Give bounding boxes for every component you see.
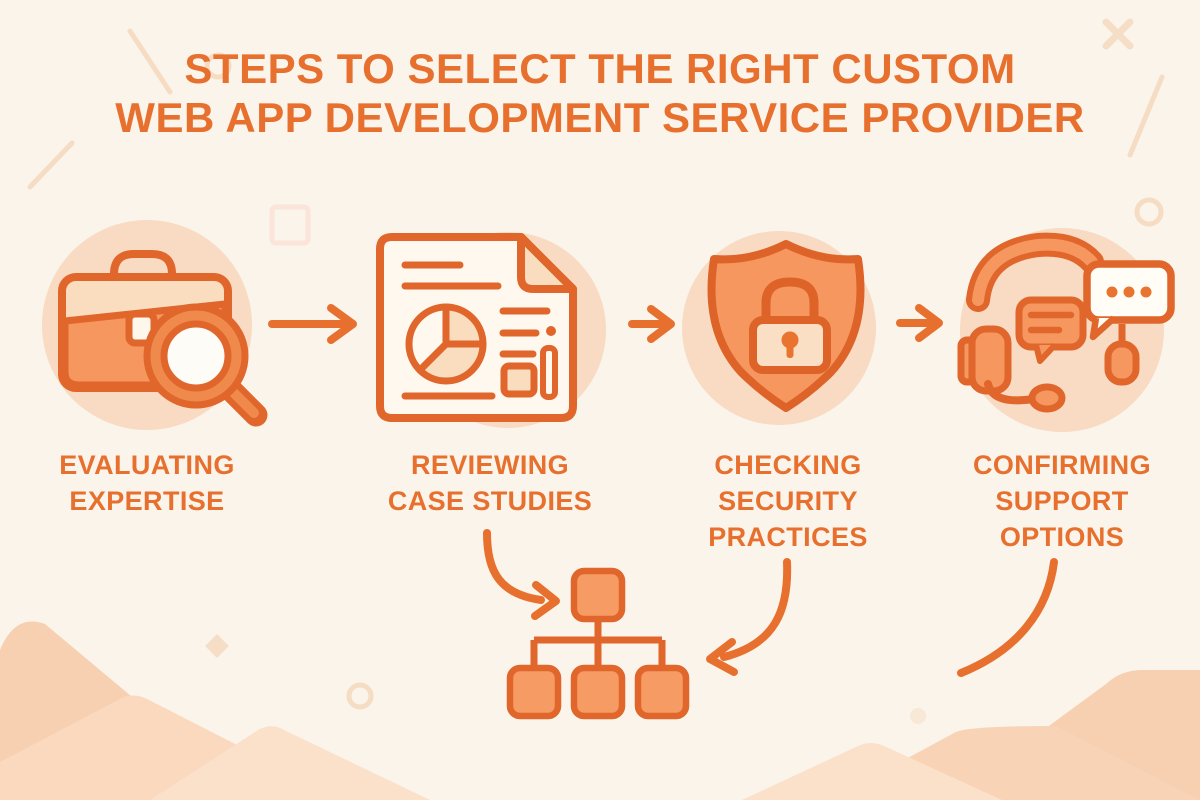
hierarchy-node-left (506, 664, 562, 720)
step4-icon-group (957, 228, 1175, 432)
arrow-step2-to-step3-icon (628, 305, 675, 343)
step-label-confirming-support-options: CONFIRMING SUPPORT OPTIONS (973, 450, 1151, 552)
arrow-step3-to-step4-icon (896, 304, 943, 342)
document-dot (546, 326, 556, 336)
decor-dot-icon (910, 708, 926, 724)
chat-bubble-dots-icon (1083, 260, 1175, 341)
step1-icon-group (42, 220, 268, 430)
hierarchy-node-mid (570, 664, 626, 720)
hierarchy-org-chart-icon (506, 567, 690, 720)
decor-slash-icon (27, 140, 75, 190)
lock-keyhole-stem (786, 344, 794, 358)
arrow-step1-to-step2-icon (268, 304, 357, 344)
document-folded-corner (517, 233, 577, 293)
document-text-lines-right (499, 307, 551, 358)
title-line-1: STEPS TO SELECT THE RIGHT CUSTOM (184, 45, 1016, 92)
security-to-hierarchy-arrow-icon (706, 558, 792, 676)
headset-right-piece (1104, 340, 1140, 386)
title-line-2: WEB APP DEVELOPMENT SERVICE PROVIDER (115, 94, 1085, 141)
headset-mic-boom (984, 380, 1037, 405)
chat-bubble-filled-icon (1015, 296, 1087, 364)
chat-bubble-lines (1027, 311, 1075, 334)
step-label-evaluating-expertise: EVALUATING EXPERTISE (59, 450, 235, 516)
decor-slash-icon (127, 28, 173, 95)
mountain-shape (742, 743, 1002, 800)
decor-slash-icon (1127, 74, 1165, 158)
headset-mic (1028, 383, 1066, 413)
decor-circle-icon (204, 52, 232, 80)
headset-band-fill (972, 238, 1098, 306)
headset-icon (957, 232, 1140, 413)
background-decor-shapes (27, 18, 1165, 724)
lock-keyhole (781, 331, 799, 349)
decor-circle-icon (1134, 197, 1164, 227)
mountains-right (742, 670, 1200, 800)
briefcase-handle (110, 250, 176, 290)
step-label-checking-security-practices: CHECKING SECURITY PRACTICES (708, 450, 868, 552)
bar-chart-icon (500, 345, 558, 400)
decor-cross-icon (1102, 18, 1134, 50)
hierarchy-node-right (634, 664, 690, 720)
step2-icon-group (376, 232, 606, 428)
decor-diamond-icon (205, 634, 229, 658)
step-label-reviewing-case-studies: REVIEWING CASE STUDIES (387, 450, 593, 516)
document-text-lines-top (401, 261, 502, 290)
magnifier-handle-fill (226, 385, 259, 418)
case-studies-to-hierarchy-arrow-icon (483, 529, 560, 620)
page-title: STEPS TO SELECT THE RIGHT CUSTOM WEB APP… (0, 44, 1200, 142)
mountains-left (0, 621, 430, 800)
decor-square-icon (269, 204, 311, 246)
magnifier-lens (160, 320, 232, 392)
lock-icon (749, 277, 831, 374)
pie-chart-icon (405, 303, 487, 385)
magnifier-icon (143, 303, 268, 427)
support-options-curve (957, 558, 1058, 677)
report-document-icon (376, 233, 577, 422)
hierarchy-node-top (570, 567, 626, 623)
decor-circle-icon (346, 682, 374, 710)
shield-lock-icon (707, 240, 865, 412)
hierarchy-connectors (530, 615, 666, 670)
step3-icon-group (682, 231, 876, 425)
mountain-shape (150, 726, 430, 800)
lock-shackle (761, 277, 819, 320)
